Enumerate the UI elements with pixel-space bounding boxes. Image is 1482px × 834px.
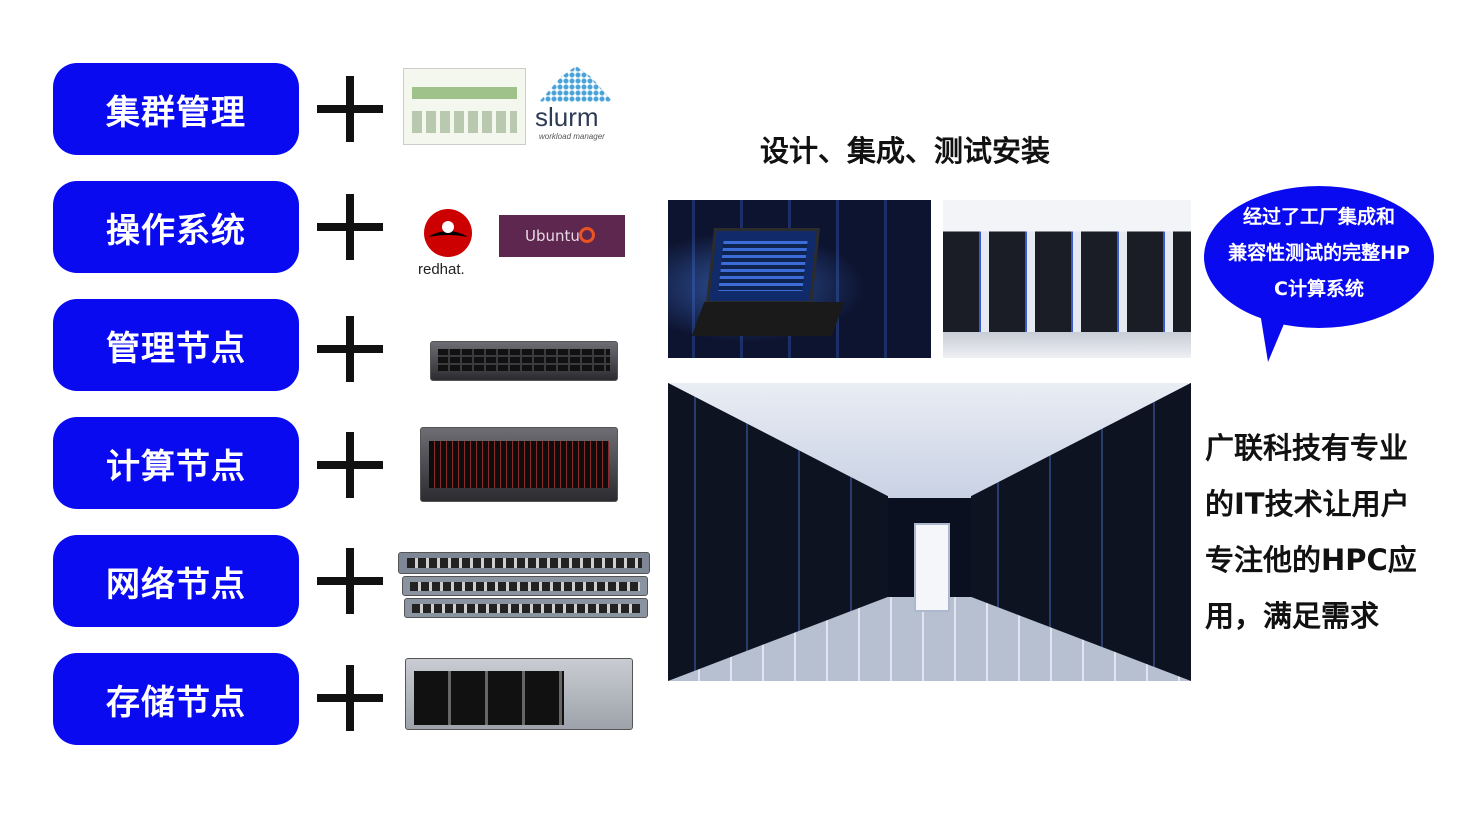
redhat-logo: redhat.	[418, 207, 478, 279]
bubble-line: C计算系统	[1274, 278, 1364, 300]
management-server-image	[430, 341, 618, 381]
label-cluster-management: 集群管理	[53, 63, 299, 155]
drive-bays	[428, 441, 610, 488]
bubble-line: 经过了工厂集成和	[1242, 206, 1395, 228]
ubuntu-wordmark: Ubuntu	[525, 227, 580, 245]
storage-drive-bays	[414, 671, 564, 725]
section-title: 设计、集成、测试安装	[760, 134, 1051, 168]
bubble-line: 兼容性测试的完整HP	[1228, 242, 1410, 264]
compute-server-image	[420, 427, 618, 502]
plus-icon	[317, 76, 383, 142]
label-management-node: 管理节点	[53, 299, 299, 391]
description-line: 专注他的HPC应	[1205, 543, 1417, 577]
plus-icon	[317, 432, 383, 498]
slurm-subtitle: workload manager	[539, 132, 605, 141]
slurm-logo: slurm workload manager	[535, 66, 619, 142]
label-operating-system: 操作系统	[53, 181, 299, 273]
plus-icon	[317, 316, 383, 382]
network-switch-image	[404, 598, 648, 618]
drive-bays	[438, 348, 610, 374]
description-text: 广联科技有专业 的IT技术让用户 专注他的HPC应 用，满足需求	[1205, 420, 1441, 644]
datacenter-aisle-photo	[668, 383, 1191, 681]
ubuntu-logo: Ubuntu	[499, 215, 625, 257]
description-line: 广联科技有专业	[1205, 431, 1409, 465]
storage-server-image	[405, 658, 633, 730]
network-switch-image	[402, 576, 648, 596]
description-line: 用，满足需求	[1205, 599, 1380, 633]
slurm-wordmark: slurm	[535, 102, 599, 132]
server-racks-photo	[943, 200, 1191, 358]
description-line: 的IT技术让用户	[1205, 487, 1410, 521]
label-text: 网络节点	[106, 564, 246, 605]
label-text: 集群管理	[106, 92, 246, 133]
plus-icon	[317, 548, 383, 614]
label-text: 管理节点	[106, 328, 246, 369]
label-text: 存储节点	[106, 682, 246, 723]
redhat-hat-icon	[424, 209, 472, 257]
network-switch-image	[398, 552, 650, 574]
ubuntu-circle-icon	[579, 227, 595, 243]
label-text: 操作系统	[106, 210, 246, 251]
label-network-node: 网络节点	[53, 535, 299, 627]
plus-icon	[317, 194, 383, 260]
callout-bubble: 经过了工厂集成和 兼容性测试的完整HP C计算系统	[1204, 186, 1434, 328]
cluster-topology-image	[403, 68, 526, 145]
label-storage-node: 存储节点	[53, 653, 299, 745]
slurm-dots-icon	[539, 66, 613, 102]
label-compute-node: 计算节点	[53, 417, 299, 509]
server-console-photo	[668, 200, 931, 358]
label-text: 计算节点	[106, 446, 246, 487]
plus-icon	[317, 665, 383, 731]
redhat-wordmark: redhat.	[418, 261, 465, 278]
